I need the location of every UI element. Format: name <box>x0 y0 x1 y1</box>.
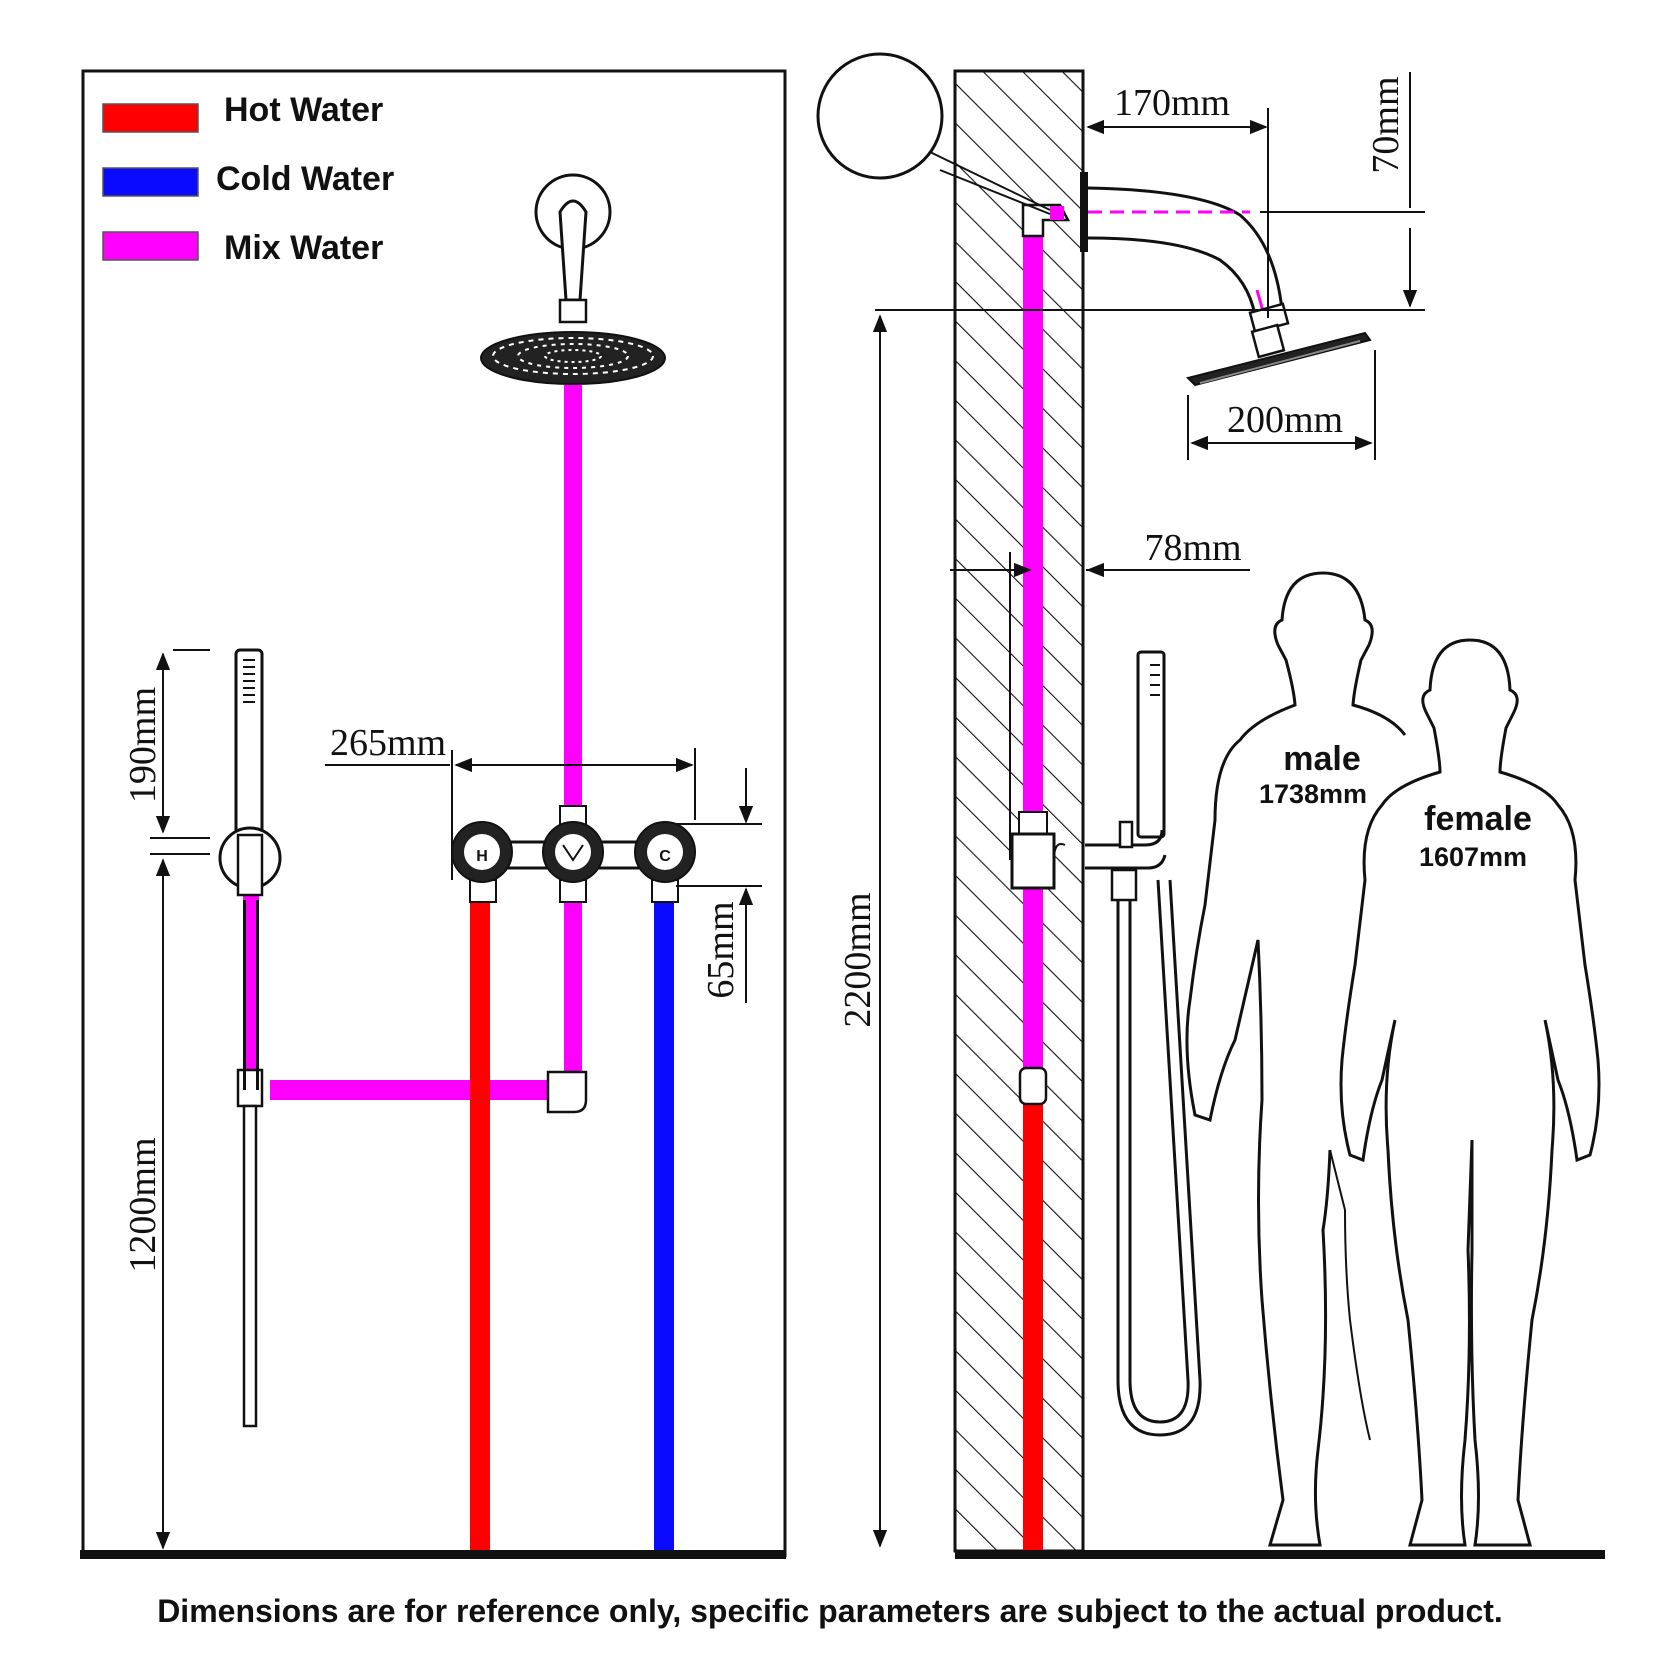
dim-handheld-holder-height: 1200mm <box>122 1137 164 1272</box>
mix-horizontal-pipe <box>270 1080 582 1100</box>
dim-valve-spacing: 265mm <box>330 722 446 764</box>
female-figure <box>1339 638 1601 1547</box>
shower-arm-side <box>1080 172 1290 337</box>
front-view-panel: Hot Water Cold Water Mix Water <box>80 69 787 1559</box>
hot-valve: H <box>451 821 513 903</box>
dim-head-diameter: 200mm <box>1227 399 1343 441</box>
mix-riser-pipe <box>564 380 582 812</box>
side-pipe-coupling <box>1018 1066 1048 1106</box>
footnote: Dimensions are for reference only, speci… <box>157 1593 1503 1629</box>
cold-valve: C <box>634 821 696 903</box>
dim-valve-depth: 65mm <box>700 901 742 998</box>
dim-wall-offset: 78mm <box>1144 527 1241 569</box>
mix-handheld-pipe <box>243 895 259 1095</box>
dim-head-height: 2200mm <box>837 892 879 1027</box>
front-floor-line <box>80 1550 786 1559</box>
rain-shower-head-side <box>1186 323 1372 387</box>
svg-text:H: H <box>476 848 488 865</box>
side-mix-riser-pipe <box>1023 228 1043 818</box>
cold-supply-pipe <box>654 900 674 1550</box>
valve-body: H C <box>451 805 696 903</box>
side-floor-line <box>955 1550 1605 1559</box>
male-figure <box>1185 571 1407 1547</box>
diverter-valve <box>542 805 604 903</box>
front-view-frame <box>81 69 787 1558</box>
side-view-panel: 170mm 70mm 200mm 78mm 2200mm male 1738mm… <box>816 52 1605 1559</box>
female-height: 1607mm <box>1419 842 1527 872</box>
legend: Hot Water Cold Water Mix Water <box>102 91 394 267</box>
dim-arm-drop: 70mm <box>1365 76 1407 173</box>
side-mix-lower-pipe <box>1023 880 1043 1070</box>
legend-label-mix: Mix Water <box>224 229 383 267</box>
detail-callout-circle <box>816 52 944 180</box>
handheld-shower-side <box>1085 650 1202 1437</box>
legend-swatch-mix <box>102 231 199 261</box>
legend-swatch-hot <box>102 103 199 133</box>
front-pipes <box>243 380 674 1550</box>
male-label: male <box>1283 740 1361 778</box>
side-arm-inlet <box>1050 206 1064 220</box>
pipe-elbow <box>546 1070 588 1114</box>
dimension-lines-front <box>150 649 762 1550</box>
svg-text:C: C <box>659 848 671 865</box>
male-height: 1738mm <box>1259 779 1367 809</box>
hot-supply-pipe <box>470 900 490 1550</box>
rain-shower-head-front <box>480 173 666 385</box>
dim-arm-reach: 170mm <box>1114 82 1230 124</box>
legend-label-cold: Cold Water <box>216 160 394 198</box>
legend-swatch-cold <box>102 167 199 197</box>
dimension-lines-side <box>872 72 1425 1548</box>
handheld-shower-front <box>218 648 282 1428</box>
mix-lower-pipe <box>564 895 582 1080</box>
female-label: female <box>1424 800 1532 838</box>
side-valve-body <box>1010 832 1056 890</box>
legend-label-hot: Hot Water <box>224 91 383 129</box>
side-hot-supply-pipe <box>1023 1102 1043 1550</box>
dim-handheld-length: 190mm <box>122 687 164 803</box>
